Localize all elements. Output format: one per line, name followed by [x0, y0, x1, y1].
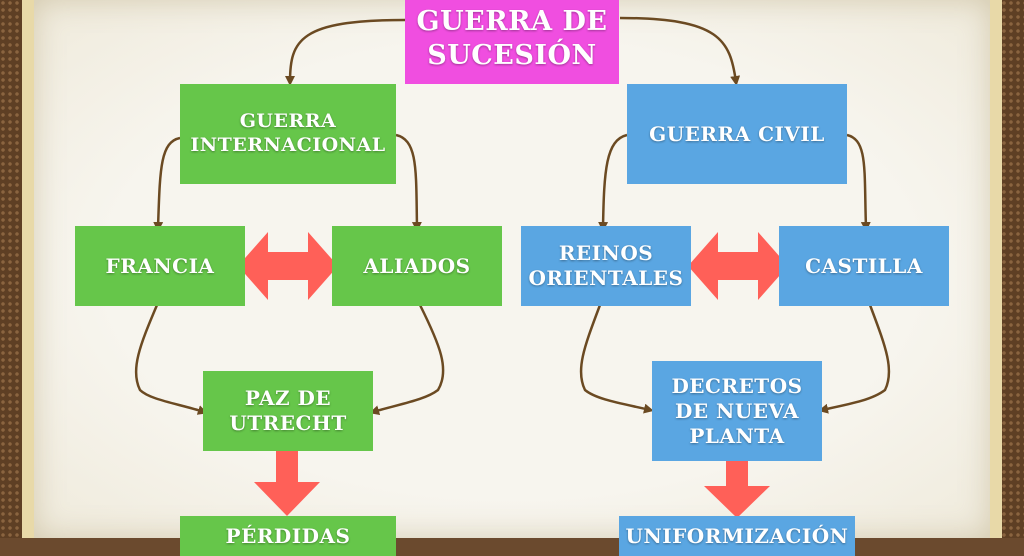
connector-international-to-aliados [395, 133, 422, 232]
connector-castilla-to-decretos [818, 304, 891, 414]
connector-root-to-civil [619, 16, 741, 86]
node-uniformizacion: UNIFORMIZACIÓN [619, 516, 855, 556]
connector-aliados-to-paz [369, 304, 445, 416]
connector-civil-to-reinos [598, 133, 628, 232]
node-reinos-orientales: REINOS ORIENTALES [521, 226, 691, 306]
node-guerra-civil: GUERRA CIVIL [627, 84, 847, 184]
node-francia: FRANCIA [75, 226, 245, 306]
conflict-arrow-reinos-castilla [688, 232, 788, 300]
connector-francia-to-paz [134, 304, 208, 415]
connector-layer [134, 16, 891, 518]
down-arrow-decretos-to-uniformizacion [704, 460, 770, 518]
node-paz-de-utrecht: PAZ DE UTRECHT [203, 371, 373, 451]
down-arrow-paz-to-perdidas [254, 450, 320, 516]
connector-civil-to-castilla [846, 133, 871, 232]
node-aliados: ALIADOS [332, 226, 502, 306]
node-guerra-internacional: GUERRA INTERNACIONAL [180, 84, 396, 184]
node-castilla: CASTILLA [779, 226, 949, 306]
connector-international-to-francia [153, 136, 181, 232]
node-decretos-nueva-planta: DECRETOS DE NUEVA PLANTA [652, 361, 822, 461]
conflict-arrow-francia-aliados [238, 232, 338, 300]
connector-root-to-international [285, 18, 406, 86]
node-perdidas: PÉRDIDAS [180, 516, 396, 556]
connector-reinos-to-decretos [579, 304, 654, 414]
node-root: GUERRA DE SUCESIÓN [405, 0, 619, 84]
